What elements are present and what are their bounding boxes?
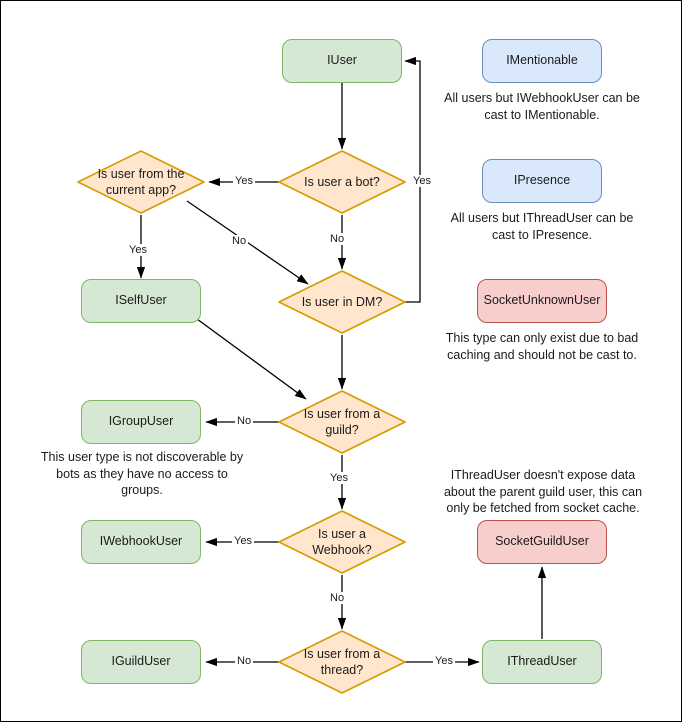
node-igroupuser[interactable]: IGroupUser (81, 400, 201, 444)
node-iselfuser[interactable]: ISelfUser (81, 279, 201, 323)
node-ipresence-label: IPresence (513, 173, 571, 188)
decision-is-bot-shape (278, 150, 406, 214)
node-ithreaduser[interactable]: IThreadUser (482, 640, 602, 684)
edge-label-is-thread-yes: Yes (433, 655, 455, 667)
decision-is-bot[interactable]: Is user a bot? (277, 149, 407, 215)
edge-label-is-thread-no: No (235, 655, 254, 667)
edge-label-is-guild-yes: Yes (328, 472, 350, 484)
decision-is-guild[interactable]: Is user from a guild? (277, 389, 407, 455)
node-iwebhookuser[interactable]: IWebhookUser (81, 520, 201, 564)
decision-is-thread-shape (278, 630, 406, 694)
decision-is-webhook-label: Is user a Webhook? (312, 526, 372, 557)
edge-label-is-webhook-no: No (328, 592, 347, 604)
decision-is-current-app[interactable]: Is user from the current app? (76, 149, 206, 215)
note-socketunknownuser: This type can only exist due to bad cach… (445, 331, 639, 362)
edge-label-is-webhook-yes: Yes (232, 535, 254, 547)
edge-label-current-app-no: No (230, 235, 249, 247)
edge-label-current-app-yes: Yes (127, 244, 149, 256)
node-socketguilduser[interactable]: SocketGuildUser (477, 520, 607, 564)
edge-label-is-bot-yes: Yes (233, 175, 255, 187)
note-igroupuser: This user type is not discoverable by bo… (40, 450, 244, 497)
node-iselfuser-label: ISelfUser (115, 293, 167, 308)
decision-is-webhook[interactable]: Is user a Webhook? (277, 509, 407, 575)
node-iguilduser[interactable]: IGuildUser (81, 640, 201, 684)
node-iwebhookuser-label: IWebhookUser (99, 534, 183, 549)
decision-is-dm[interactable]: Is user in DM? (277, 269, 407, 335)
decision-is-current-app-label: Is user from the current app? (97, 166, 185, 197)
node-ithreaduser-label: IThreadUser (507, 654, 577, 669)
note-ipresence: All users but IThreadUser can be cast to… (450, 211, 634, 242)
node-socketunknownuser[interactable]: SocketUnknownUser (477, 279, 607, 323)
node-iuser-label: IUser (327, 53, 357, 68)
decision-is-guild-shape (278, 390, 406, 454)
node-iuser[interactable]: IUser (282, 39, 402, 83)
decision-is-guild-label: Is user from a guild? (303, 406, 381, 437)
node-imentionable[interactable]: IMentionable (482, 39, 602, 83)
edge-label-is-bot-no: No (328, 233, 347, 245)
decision-is-dm-label: Is user in DM? (301, 294, 383, 309)
node-socketguilduser-label: SocketGuildUser (495, 534, 589, 549)
node-iguilduser-label: IGuildUser (111, 654, 171, 669)
note-imentionable: All users but IWebhookUser can be cast t… (444, 91, 640, 122)
note-socketguilduser: IThreadUser doesn't expose data about th… (443, 468, 643, 515)
edge-label-is-guild-no: No (235, 415, 254, 427)
decision-is-current-app-shape (77, 150, 205, 214)
decision-is-webhook-shape (278, 510, 406, 574)
decision-is-bot-label: Is user a bot? (304, 174, 380, 189)
node-ipresence[interactable]: IPresence (482, 159, 602, 203)
node-socketunknownuser-label: SocketUnknownUser (483, 293, 601, 308)
decision-is-thread-label: Is user from a thread? (303, 646, 381, 677)
decision-is-dm-shape (278, 270, 406, 334)
edge-label-is-dm-yes: Yes (411, 175, 433, 187)
decision-is-thread[interactable]: Is user from a thread? (277, 629, 407, 695)
node-imentionable-label: IMentionable (506, 53, 578, 68)
node-igroupuser-label: IGroupUser (108, 414, 174, 429)
